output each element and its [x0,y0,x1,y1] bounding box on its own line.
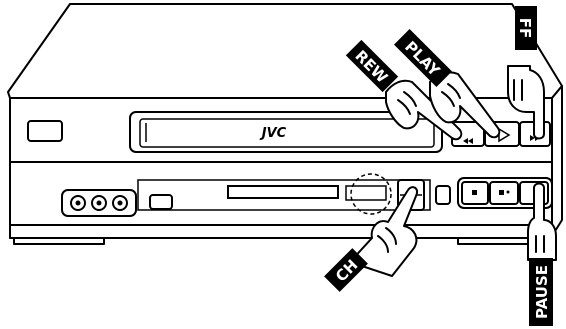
record-icon [499,190,504,195]
cassette-door [129,111,443,153]
display-window [27,120,63,142]
ff-label: FF [516,18,534,39]
ff-label-tag: FF [515,6,537,50]
pause-hand [527,182,557,261]
rewind-icon [463,138,473,144]
eject-button[interactable] [435,185,451,205]
channel-highlight [350,173,392,215]
ch-hand [349,186,418,277]
av-jacks [61,189,137,217]
brand-logo: JVC [259,126,287,141]
lower-panel [137,179,431,211]
lower-button-group [457,177,553,209]
pause-label-tag: PAUSE [529,258,553,326]
rew-hand [385,79,463,141]
pause-label: PAUSE [533,265,551,319]
stop-icon [472,190,477,195]
ch-label-tag: CH [324,248,368,292]
ff-hand [507,65,545,140]
